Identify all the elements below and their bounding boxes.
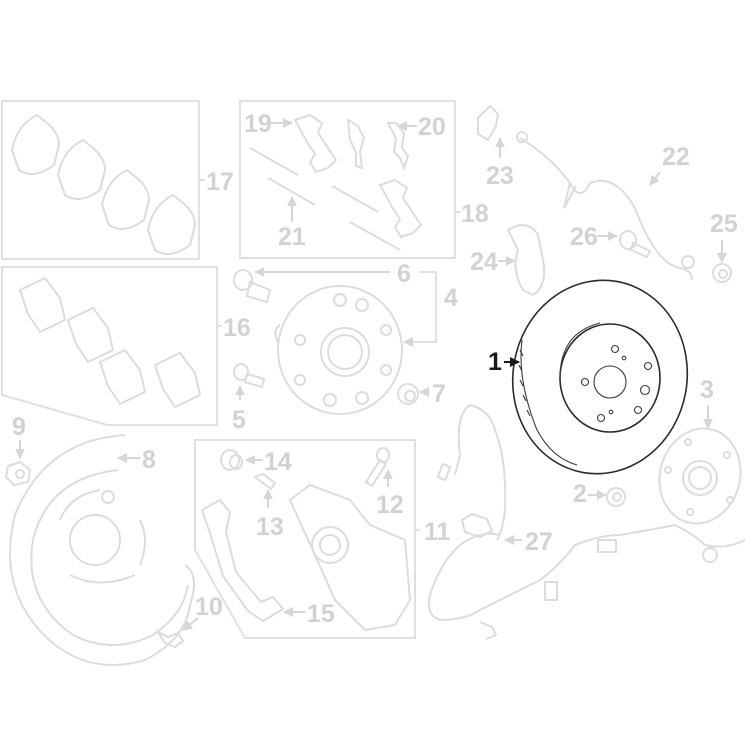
hub-bearing-icon xyxy=(274,285,403,415)
callout-9[interactable]: 9 xyxy=(12,413,26,441)
shim-icon xyxy=(10,113,197,255)
callout-3[interactable]: 3 xyxy=(700,376,714,404)
callout-8[interactable]: 8 xyxy=(142,446,156,474)
callout-11[interactable]: 11 xyxy=(424,518,451,546)
callout-25[interactable]: 25 xyxy=(710,210,738,238)
callout-13[interactable]: 13 xyxy=(256,513,284,541)
callout-23[interactable]: 23 xyxy=(486,162,514,190)
bleeder-screw-icon xyxy=(252,472,277,491)
banjo-bolt-icon xyxy=(619,230,652,259)
callout-5[interactable]: 5 xyxy=(232,406,246,434)
group-17-pad-shims[interactable]: 17 xyxy=(1,100,234,260)
backing-plate-bolt-icon xyxy=(155,629,185,649)
grommet-icon xyxy=(4,460,32,487)
group-27-abs-wire[interactable]: 27 xyxy=(427,404,746,640)
backing-plate-icon xyxy=(9,434,195,666)
group-1-brake-rotor[interactable]: 1 xyxy=(488,266,703,487)
group-8-backing-plate[interactable]: 9 8 10 xyxy=(4,413,223,666)
callout-27[interactable]: 27 xyxy=(525,528,553,556)
callout-26[interactable]: 26 xyxy=(570,223,598,251)
callout-24[interactable]: 24 xyxy=(470,248,498,276)
callout-7[interactable]: 7 xyxy=(432,380,446,408)
dust-cover-icon xyxy=(658,427,742,525)
callout-21[interactable]: 21 xyxy=(278,223,306,251)
callout-17[interactable]: 17 xyxy=(206,168,234,196)
callout-16[interactable]: 16 xyxy=(223,314,251,342)
callout-15[interactable]: 15 xyxy=(307,600,335,628)
callout-19[interactable]: 19 xyxy=(244,110,272,138)
group-4-hub-bearing[interactable]: 6 4 5 7 xyxy=(232,260,458,434)
wheel-stud-icon xyxy=(233,269,272,304)
callout-22[interactable]: 22 xyxy=(662,143,690,171)
hose-bracket-icon xyxy=(477,104,500,142)
caliper-bracket-icon xyxy=(200,498,285,623)
group-18-hardware-kit[interactable]: 19 20 21 18 xyxy=(239,100,489,259)
callout-6[interactable]: 6 xyxy=(397,260,411,288)
brake-pad-icon xyxy=(18,276,202,409)
clip-spring-pin-icon xyxy=(249,113,423,251)
brake-rotor-icon xyxy=(511,279,689,475)
rotor-screw-icon xyxy=(606,487,626,507)
callout-10[interactable]: 10 xyxy=(195,593,223,621)
callout-4[interactable]: 4 xyxy=(444,284,458,312)
bleeder-cap-icon xyxy=(220,449,243,471)
callout-18[interactable]: 18 xyxy=(461,200,489,228)
hose-fitting-icon xyxy=(712,263,732,283)
callout-2[interactable]: 2 xyxy=(573,480,587,508)
group-11-caliper[interactable]: 11 14 13 12 15 xyxy=(194,439,451,639)
hub-nut-icon xyxy=(397,383,419,405)
callout-14[interactable]: 14 xyxy=(264,448,292,476)
callout-1[interactable]: 1 xyxy=(488,348,502,376)
brake-hose-icon xyxy=(516,131,695,281)
splash-shield-clip-icon xyxy=(506,224,546,297)
callout-12[interactable]: 12 xyxy=(376,491,404,519)
group-2-3[interactable]: 2 3 xyxy=(573,376,750,533)
abs-sensor-wire-icon xyxy=(427,404,746,640)
group-22-brake-hose[interactable]: 23 22 24 26 25 xyxy=(470,104,738,297)
callout-20[interactable]: 20 xyxy=(418,113,446,141)
group-16-brake-pads[interactable]: 16 xyxy=(1,266,251,426)
caliper-bolt-icon xyxy=(364,447,390,488)
caliper-housing-icon xyxy=(288,483,412,632)
hub-bolt-icon xyxy=(233,363,266,389)
